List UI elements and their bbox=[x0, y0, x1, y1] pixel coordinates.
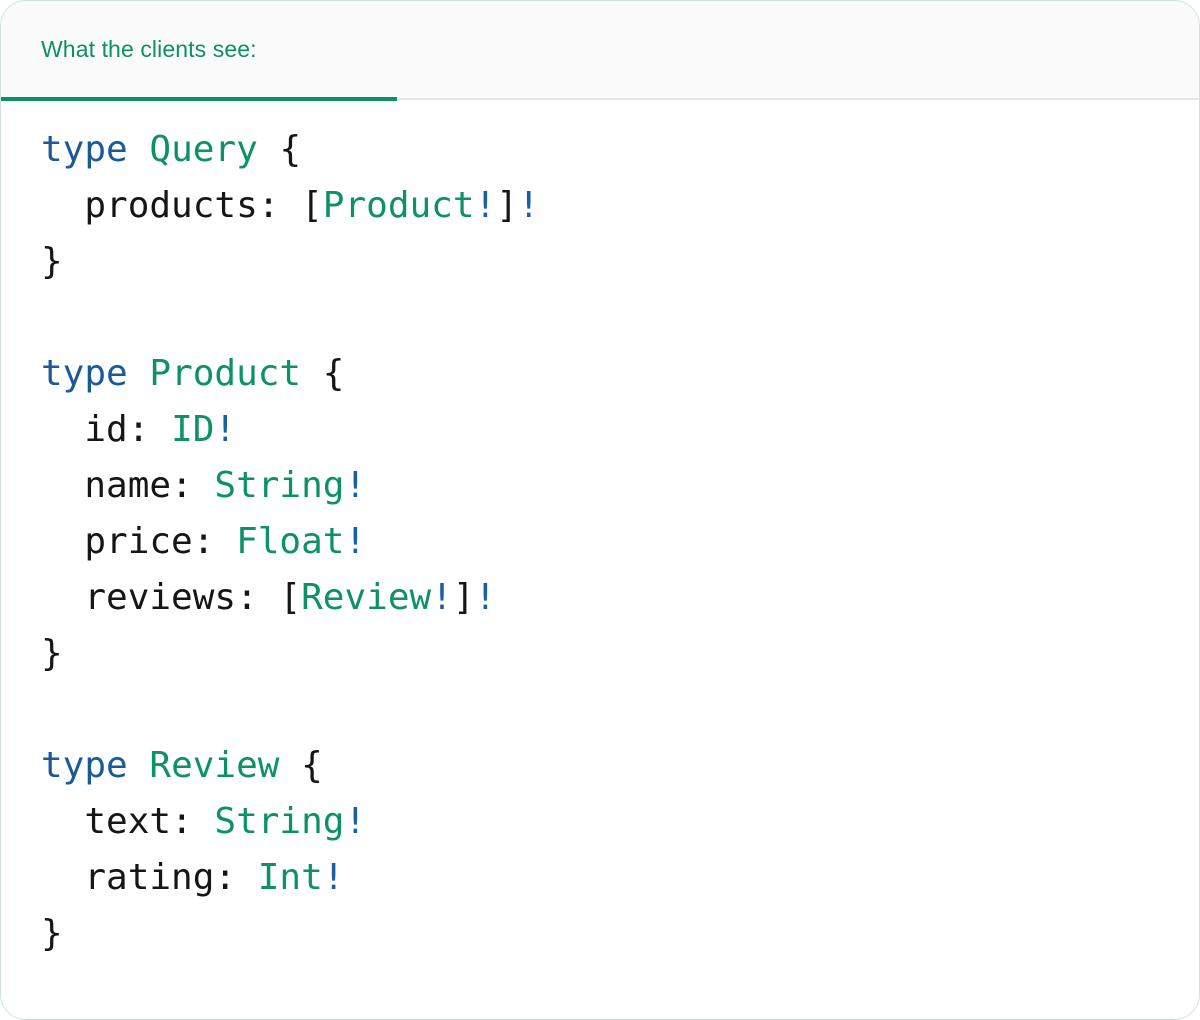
code-token-field: reviews bbox=[41, 577, 237, 618]
code-line: id: ID! bbox=[41, 402, 1199, 458]
code-token-punct: : bbox=[257, 185, 302, 226]
code-token-punct: { bbox=[322, 353, 345, 394]
code-line: type Query { bbox=[41, 122, 1199, 178]
tab-strip: What the clients see: bbox=[1, 1, 1199, 101]
code-token-punct: : bbox=[214, 857, 258, 898]
code-token-field: products bbox=[41, 185, 258, 226]
graphql-schema-code: type Query { products: [Product!]!} type… bbox=[41, 122, 1199, 962]
code-token-bang: ! bbox=[214, 409, 237, 450]
code-token-bang: ! bbox=[517, 185, 540, 226]
code-token-type: ID bbox=[171, 409, 215, 450]
code-line: type Product { bbox=[41, 346, 1199, 402]
code-token-bang: ! bbox=[344, 801, 367, 842]
code-line: } bbox=[41, 906, 1199, 962]
code-token-punct: [ bbox=[301, 185, 323, 226]
code-token-type: Product bbox=[149, 353, 302, 394]
code-token-type: Review bbox=[301, 577, 432, 618]
code-token-type: Review bbox=[149, 745, 280, 786]
code-line: text: String! bbox=[41, 794, 1199, 850]
tab-label: What the clients see: bbox=[41, 36, 257, 62]
tab-what-the-clients-see[interactable]: What the clients see: bbox=[1, 1, 397, 101]
code-token-plain bbox=[258, 129, 280, 170]
code-token-punct: { bbox=[279, 129, 302, 170]
code-token-type: Product bbox=[322, 185, 475, 226]
code-token-kw: type bbox=[41, 129, 128, 170]
code-token-bang: ! bbox=[474, 577, 497, 618]
code-token-punct: } bbox=[41, 241, 63, 282]
code-token-plain bbox=[128, 353, 150, 394]
code-token-punct: } bbox=[41, 913, 63, 954]
code-token-punct: : bbox=[127, 409, 172, 450]
code-token-plain bbox=[279, 745, 301, 786]
code-token-type: String bbox=[214, 801, 345, 842]
code-token-punct: ] bbox=[496, 185, 518, 226]
code-token-bang: ! bbox=[322, 857, 345, 898]
code-token-type: Float bbox=[236, 521, 345, 562]
code-token-type: Query bbox=[149, 129, 258, 170]
code-token-field: price bbox=[41, 521, 193, 562]
code-token-field: rating bbox=[41, 857, 215, 898]
code-token-punct: : bbox=[236, 577, 280, 618]
code-token-kw: type bbox=[41, 745, 128, 786]
code-line: name: String! bbox=[41, 458, 1199, 514]
code-token-type: String bbox=[214, 465, 345, 506]
code-line bbox=[41, 682, 1199, 738]
code-line: } bbox=[41, 234, 1199, 290]
code-line bbox=[41, 290, 1199, 346]
tab-active-underline bbox=[1, 97, 397, 101]
code-token-bang: ! bbox=[474, 185, 497, 226]
code-token-punct: } bbox=[41, 633, 63, 674]
code-token-plain bbox=[128, 745, 150, 786]
code-token-field: name bbox=[41, 465, 172, 506]
code-token-kw: type bbox=[41, 353, 128, 394]
code-token-bang: ! bbox=[344, 521, 367, 562]
code-token-punct: ] bbox=[452, 577, 475, 618]
code-token-bang: ! bbox=[431, 577, 453, 618]
code-token-field: text bbox=[41, 801, 172, 842]
code-token-plain bbox=[128, 129, 150, 170]
code-token-plain bbox=[301, 353, 323, 394]
code-token-field: id bbox=[41, 409, 128, 450]
code-token-punct: : bbox=[171, 801, 215, 842]
code-token-punct: { bbox=[301, 745, 323, 786]
code-token-bang: ! bbox=[344, 465, 367, 506]
code-line: rating: Int! bbox=[41, 850, 1199, 906]
code-token-punct: : bbox=[171, 465, 215, 506]
code-line: reviews: [Review!]! bbox=[41, 570, 1199, 626]
code-token-type: Int bbox=[257, 857, 323, 898]
code-line: products: [Product!]! bbox=[41, 178, 1199, 234]
code-token-punct: [ bbox=[279, 577, 302, 618]
code-area: type Query { products: [Product!]!} type… bbox=[1, 100, 1199, 1019]
code-line: price: Float! bbox=[41, 514, 1199, 570]
code-token-punct: : bbox=[192, 521, 237, 562]
code-line: } bbox=[41, 626, 1199, 682]
code-line: type Review { bbox=[41, 738, 1199, 794]
